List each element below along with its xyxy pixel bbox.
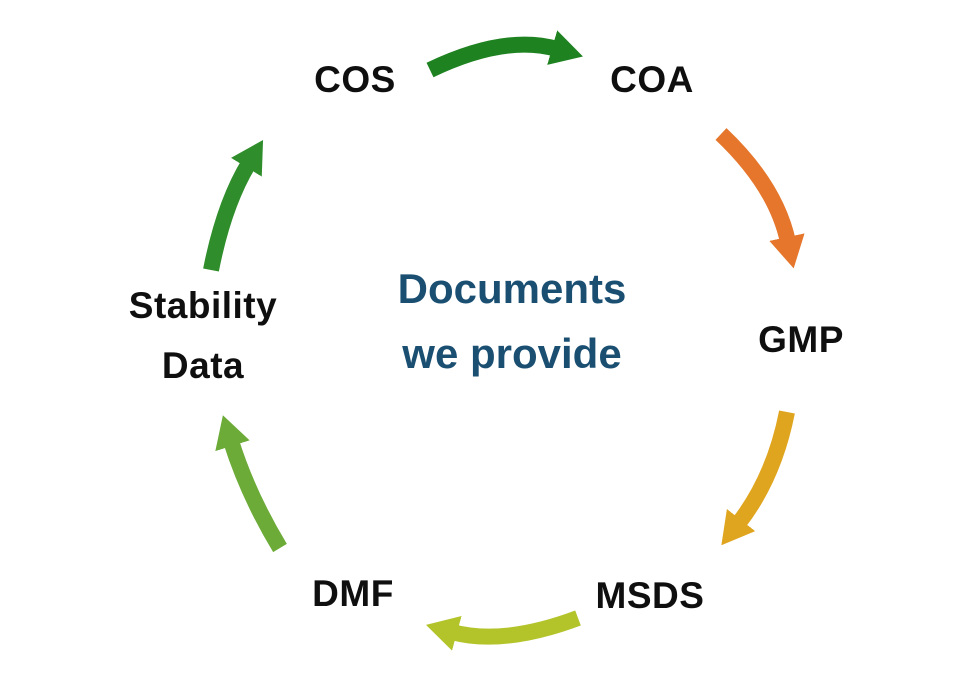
node-label-dmf: DMF <box>312 573 394 614</box>
node-label-cos: COS <box>314 59 396 100</box>
node-label-stability-line2: Data <box>161 345 245 386</box>
center-title-line1: Documents <box>397 265 627 312</box>
node-label-msds: MSDS <box>595 575 705 616</box>
node-label-stability-line1: Stability <box>128 285 278 326</box>
center-title-line2: we provide <box>402 330 622 377</box>
arrow-cos-to-coa <box>426 30 583 78</box>
arrow-coa-to-gmp <box>715 128 805 269</box>
node-label-gmp: GMP <box>758 319 844 360</box>
node-label-stability-data: Stability Data <box>129 276 277 396</box>
arrow-stability-to-cos <box>203 139 264 272</box>
arrow-gmp-to-msds <box>721 410 795 546</box>
arrow-msds-to-dmf <box>425 610 581 651</box>
center-title: Documents we provide <box>398 256 627 386</box>
node-label-coa: COA <box>610 59 694 100</box>
arrow-dmf-to-stability <box>215 415 287 553</box>
